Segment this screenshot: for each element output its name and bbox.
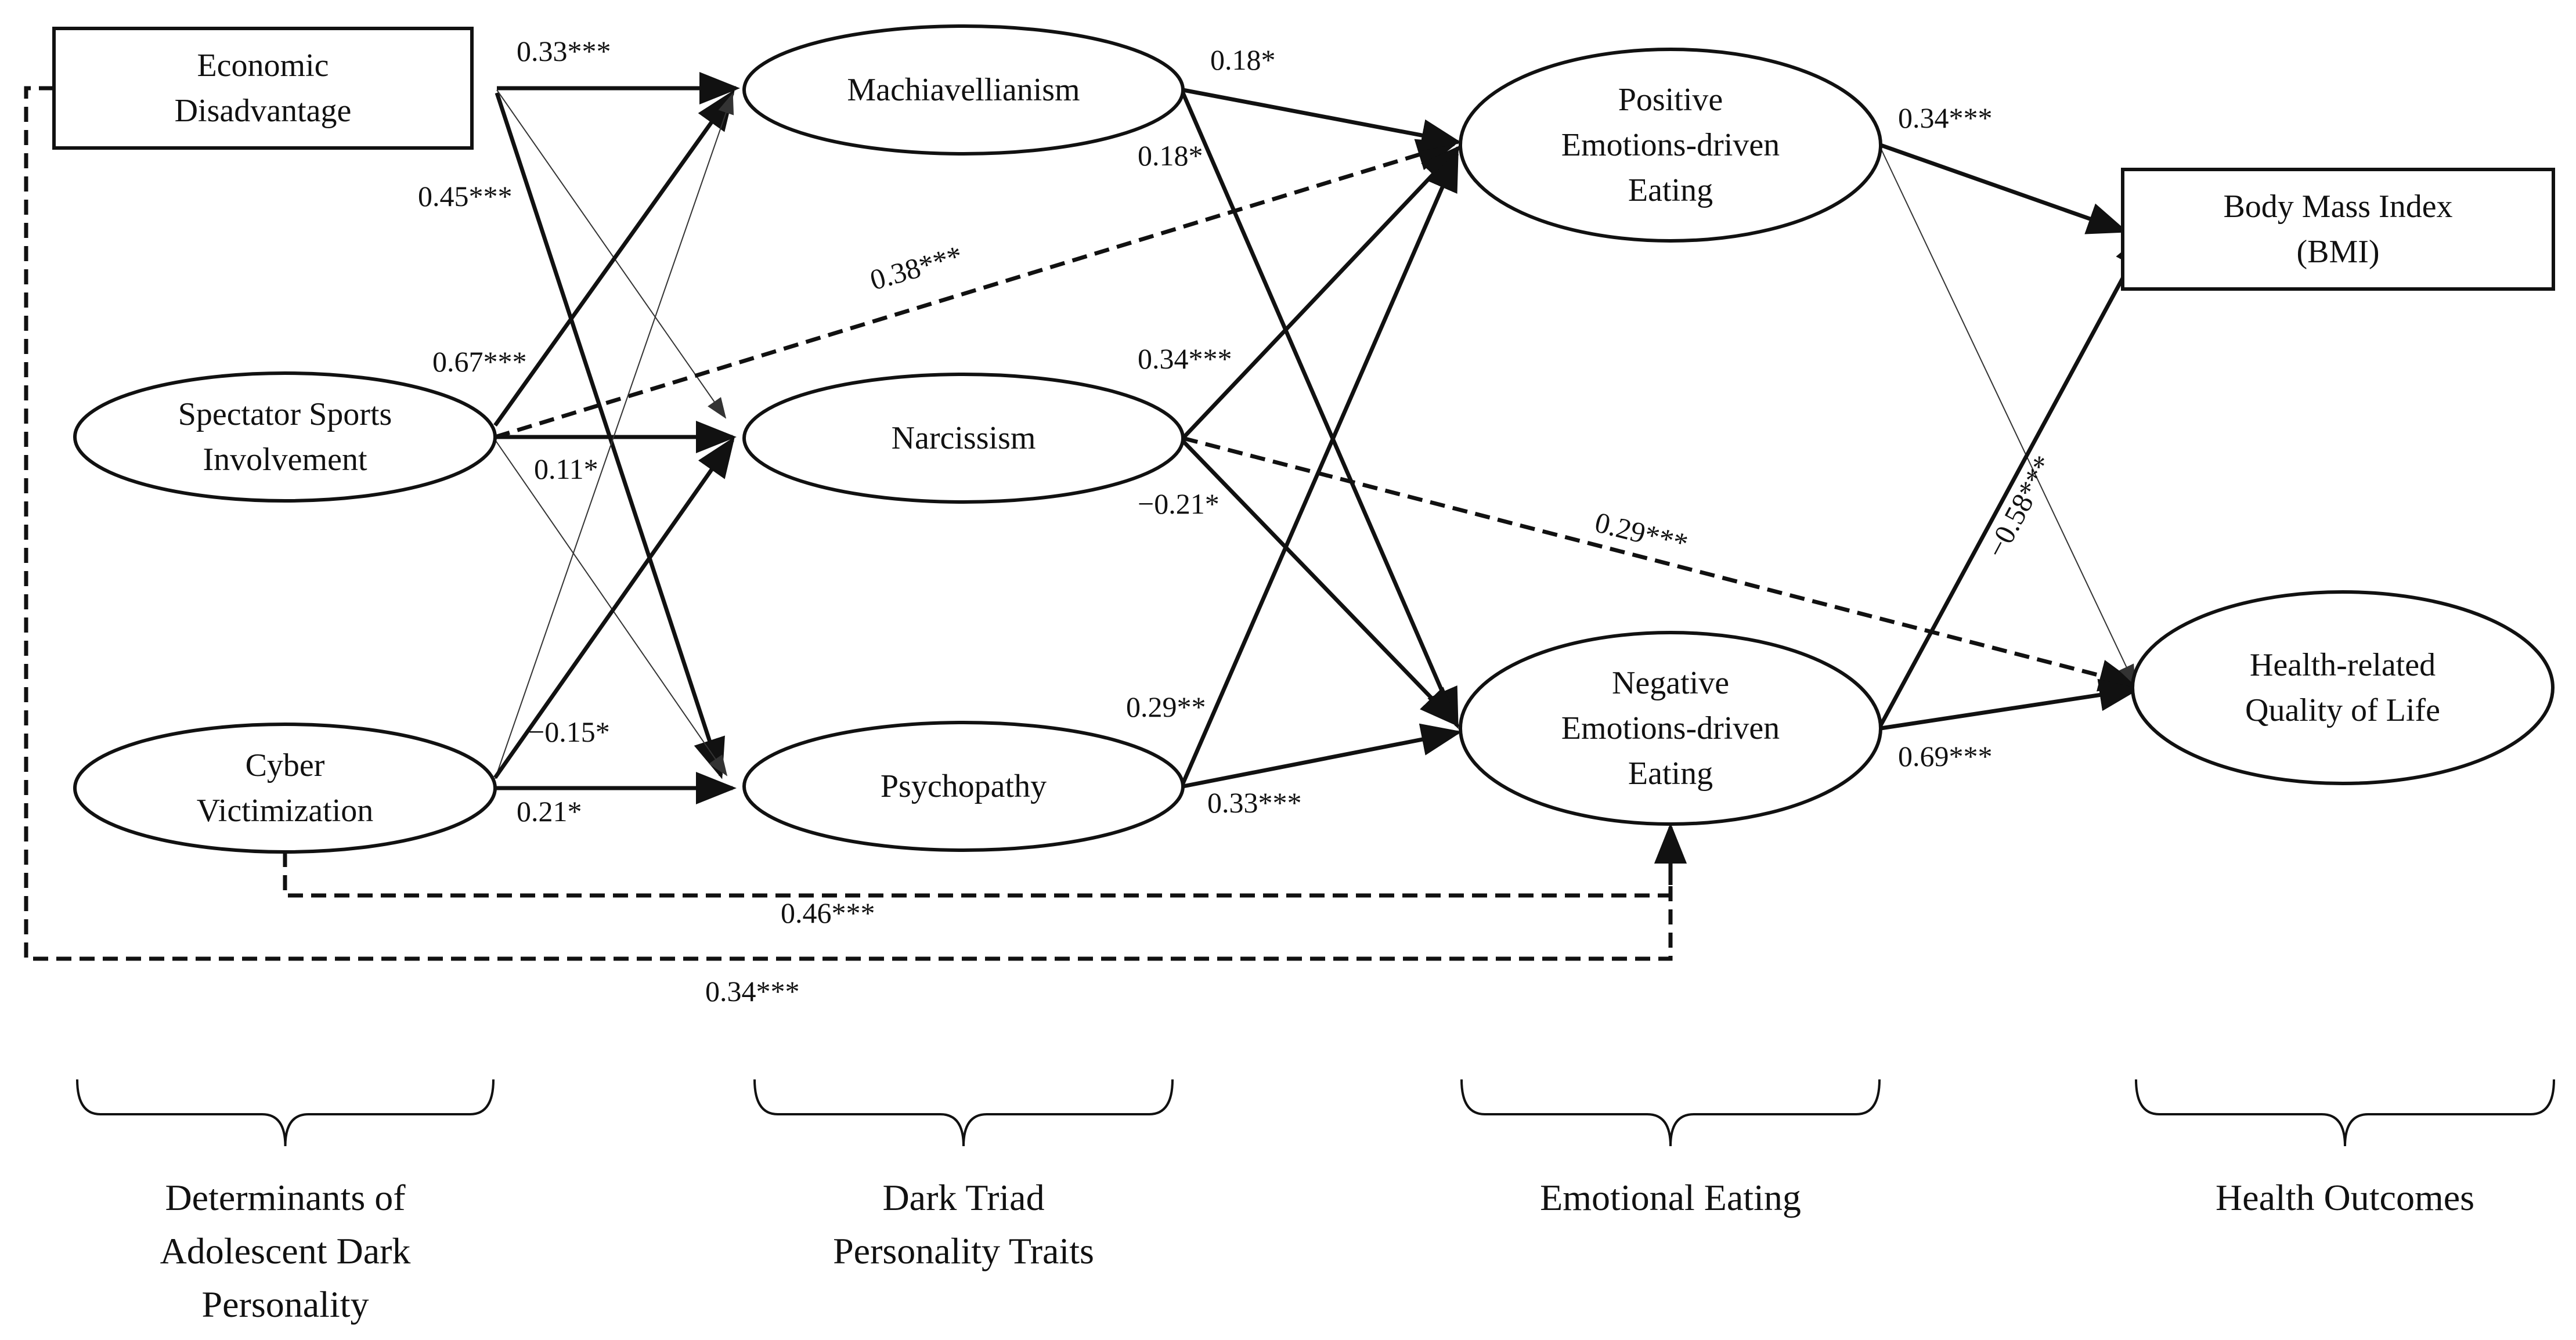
coef-narc-to-neg: −0.21* — [1138, 487, 1220, 520]
path-econ-to-narc — [496, 89, 727, 419]
node-psych-label: Psychopathy — [881, 768, 1047, 804]
node-hrqol-label: Health-related — [2250, 647, 2436, 683]
path-mach-to-pos — [1182, 88, 1462, 151]
path-psych-to-pos — [1181, 150, 1459, 785]
coef-econ-to-mach: 0.33*** — [517, 35, 611, 67]
group-label: Determinants of — [165, 1177, 406, 1218]
coef-cyber-to-psych: 0.21* — [517, 795, 582, 828]
group-brace — [753, 1079, 1174, 1147]
node-neg-shape — [1459, 631, 1882, 826]
node-narc-shape — [742, 373, 1185, 504]
paths-layer — [24, 72, 2150, 961]
node-mach-shape — [742, 24, 1185, 156]
node-mach: Machiavellianism — [742, 24, 1185, 156]
node-pos-label: Eating — [1628, 172, 1713, 208]
node-neg-label: Emotions-driven — [1561, 710, 1780, 746]
node-mach-label: Machiavellianism — [847, 72, 1080, 108]
node-bmi: Body Mass Index (BMI) — [2121, 168, 2555, 291]
path-spect-to-mach — [493, 89, 735, 427]
node-psych-shape — [742, 721, 1185, 852]
coef-cyber-to-neg: 0.46*** — [781, 897, 875, 929]
node-bmi-label: Body Mass Index — [2223, 189, 2452, 225]
coef-cyber-to-mach: 0.11* — [534, 453, 598, 485]
path-spect-to-psych — [495, 439, 728, 776]
node-narc: Narcissism — [742, 373, 1185, 504]
node-pos-shape — [1459, 48, 1882, 243]
path-narc-to-pos — [1181, 145, 1461, 440]
node-spect-shape — [73, 371, 497, 503]
node-bmi-label: (BMI) — [2296, 234, 2379, 270]
coef-pos-to-bmi: 0.34*** — [1898, 102, 1993, 134]
node-neg-label: Negative — [1612, 665, 1729, 701]
path-narc-to-hrqol — [1182, 436, 2140, 692]
path-psych-to-neg — [1182, 723, 1462, 789]
node-cyber-label: Cyber — [246, 747, 325, 783]
coef-cyber-to-narc: −0.15* — [528, 716, 610, 748]
path-pos-to-hrqol — [1880, 147, 2135, 686]
node-econ-shape — [52, 27, 474, 150]
path-pos-to-bmi — [1879, 143, 2128, 234]
coef-neg-to-hrqol: 0.69*** — [1898, 740, 1993, 772]
group-brace — [2135, 1079, 2555, 1147]
node-econ-label: Economic — [197, 48, 329, 84]
path-econ-to-neg — [24, 86, 1687, 961]
coef-psych-to-neg: 0.33*** — [1207, 786, 1302, 819]
node-hrqol-shape — [2131, 590, 2555, 785]
path-mach-to-neg — [1181, 92, 1459, 729]
group-label: Dark Triad — [882, 1177, 1044, 1218]
node-cyber-shape — [73, 723, 497, 854]
path-cyber-to-mach — [495, 93, 734, 779]
node-psych: Psychopathy — [742, 721, 1185, 852]
group-label: Adolescent Dark — [160, 1230, 411, 1272]
node-econ-label: Disadvantage — [175, 93, 352, 129]
coef-spect-to-mach: 0.67*** — [432, 345, 527, 378]
coef-narc-to-pos: 0.34*** — [1138, 342, 1232, 375]
path-cyber-to-narc — [493, 436, 735, 779]
coef-econ-to-neg: 0.34*** — [705, 975, 800, 1007]
node-spect-label: Involvement — [203, 442, 367, 478]
path-spect-to-pos — [494, 139, 1458, 439]
node-neg-label: Eating — [1628, 756, 1713, 792]
group-label: Personality — [202, 1284, 369, 1325]
coef-mach-to-pos: 0.18* — [1210, 44, 1276, 76]
node-spect-label: Spectator Sports — [178, 396, 392, 432]
group-label: Personality Traits — [833, 1230, 1094, 1272]
coef-psych-to-pos: 0.29** — [1126, 691, 1206, 723]
node-cyber-label: Victimization — [197, 793, 374, 829]
node-narc-label: Narcissism — [892, 420, 1036, 456]
node-pos-label: Positive — [1618, 82, 1723, 118]
node-pos-label: Emotions-driven — [1561, 127, 1780, 163]
coef-mach-to-neg: 0.18* — [1138, 139, 1203, 172]
coef-spect-to-pos: 0.38*** — [867, 239, 966, 297]
node-bmi-shape — [2121, 168, 2555, 291]
group-label: Health Outcomes — [2216, 1177, 2474, 1218]
path-narc-to-neg — [1181, 439, 1460, 728]
group-brace — [76, 1079, 495, 1147]
path-econ-to-psych — [495, 92, 725, 779]
path-neg-to-bmi — [1878, 228, 2150, 727]
node-hrqol-label: Quality of Life — [2245, 692, 2440, 728]
path-neg-to-hrqol — [1880, 678, 2140, 731]
coef-narc-to-hrqol: 0.29*** — [1592, 505, 1691, 560]
group-label: Emotional Eating — [1540, 1177, 1801, 1218]
group-brace — [1460, 1079, 1881, 1147]
coef-econ-to-psych: 0.45*** — [418, 180, 513, 212]
